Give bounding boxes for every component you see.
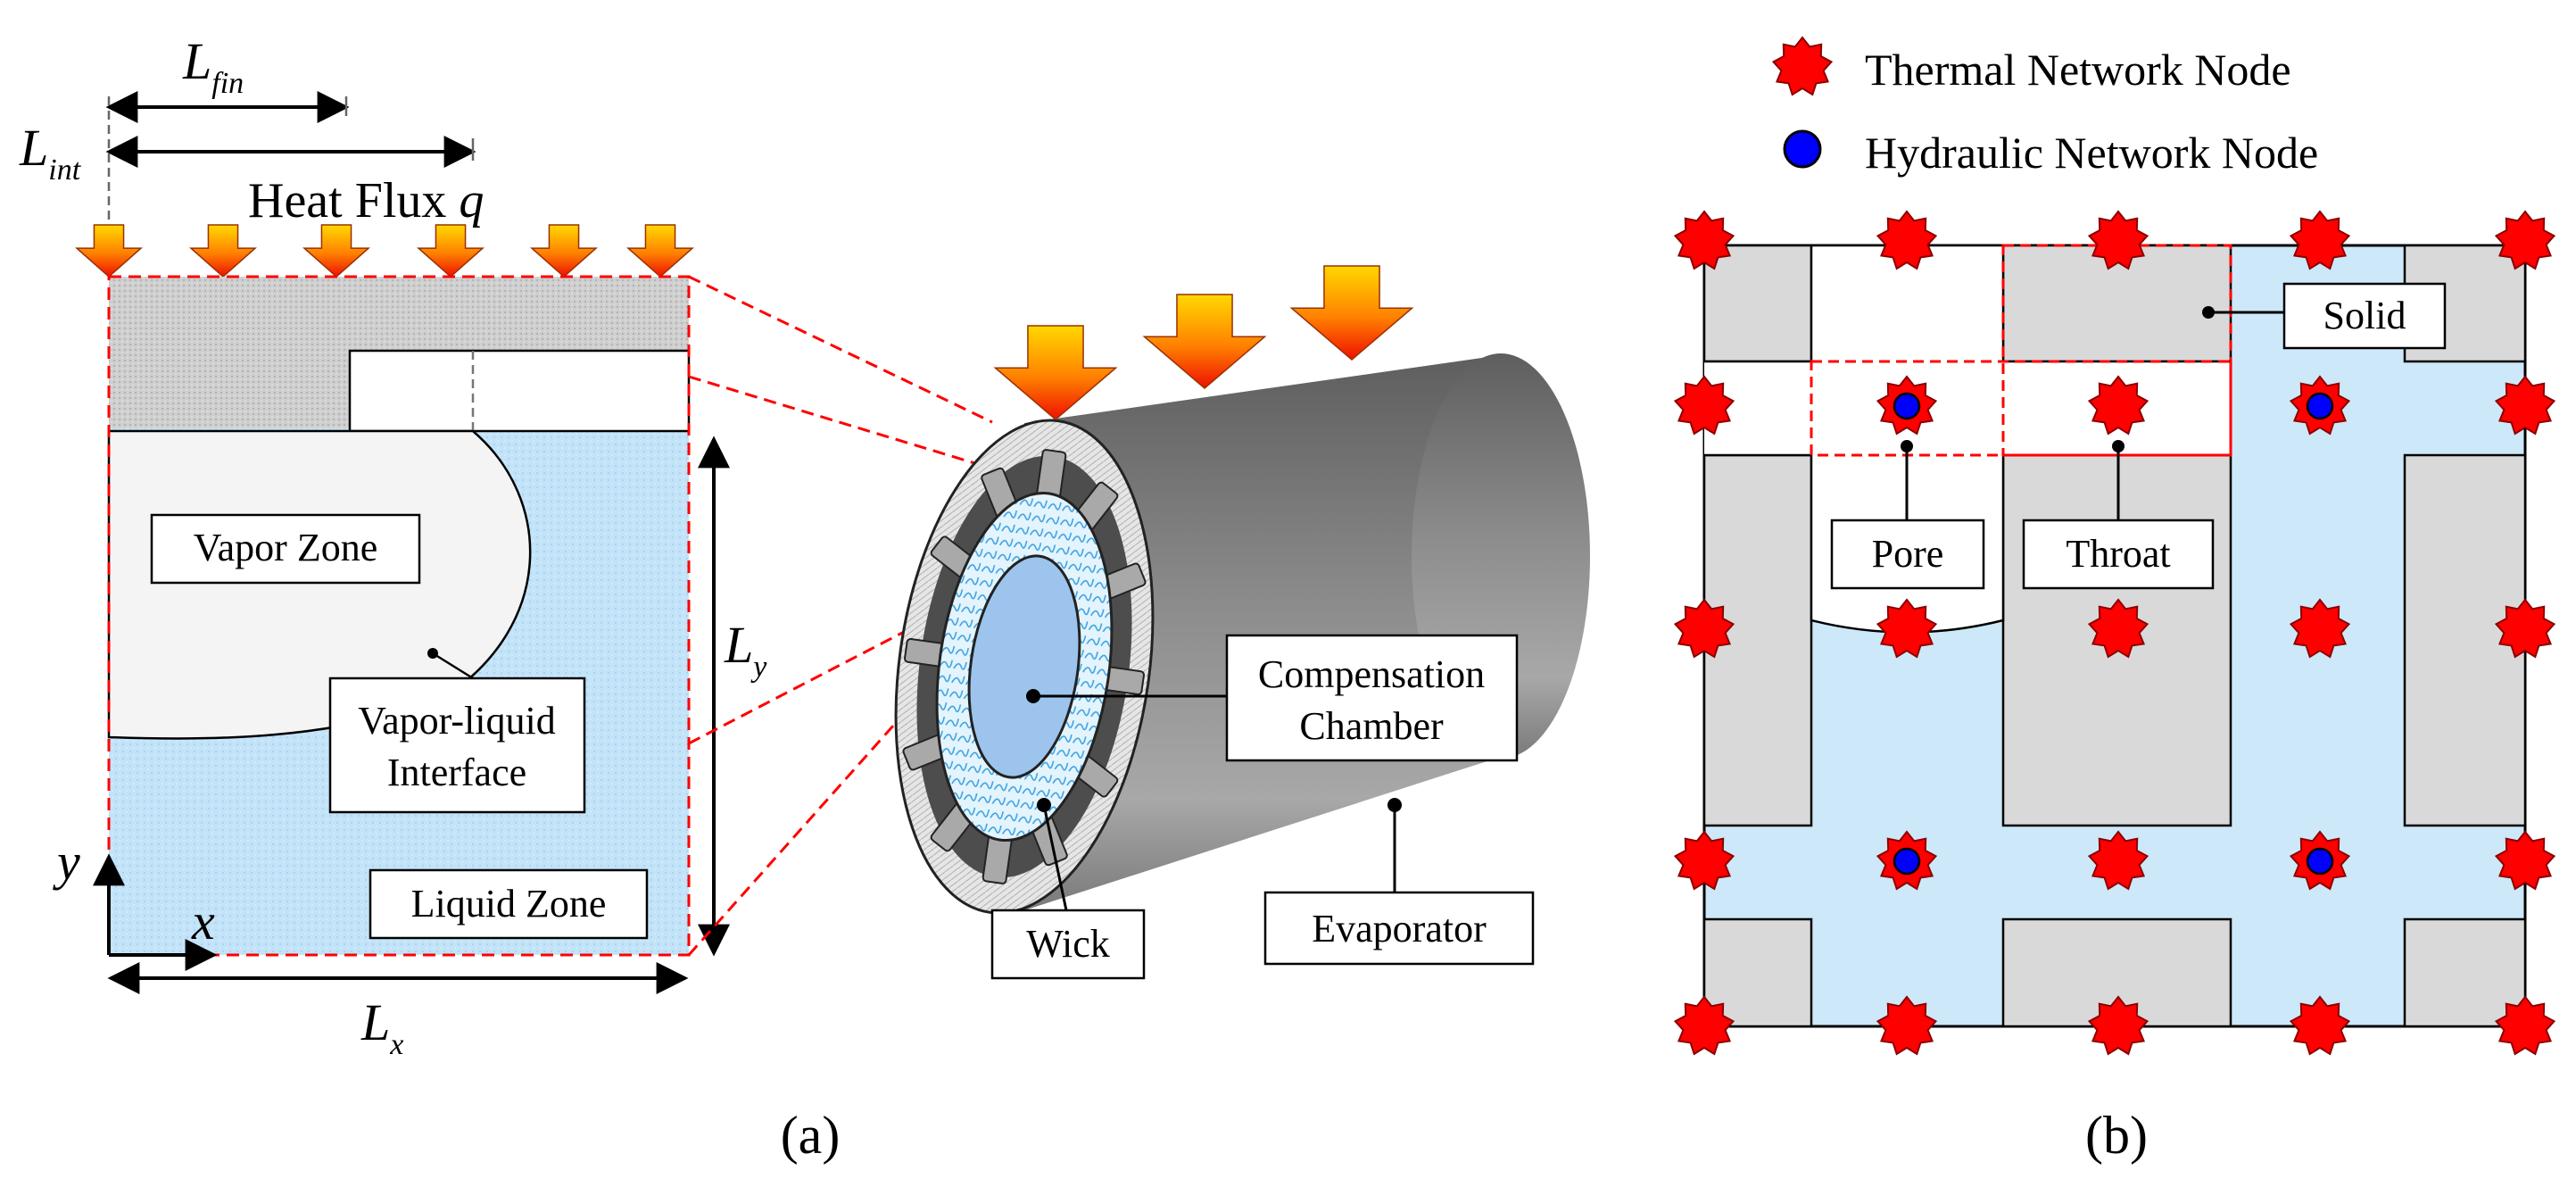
axis-y-label: y [53, 833, 80, 891]
compensation-chamber-core [967, 554, 1081, 779]
solid-leader-dot [2202, 306, 2215, 319]
legend-thermal-node-icon [1771, 36, 1834, 96]
evaporator-box [1263, 891, 1535, 966]
panel-a: Lfin Lint Heat Flux q Ly Lx y x Vapor Zo… [19, 32, 1590, 1165]
legend-hydraulic-node-icon [1783, 129, 1822, 169]
heat-flux-arrow [302, 224, 370, 278]
thermal-node-star [1771, 36, 1834, 96]
heat-flux-arrow [189, 224, 257, 278]
thermal-node [2289, 598, 2351, 659]
interface-leader-dot [427, 648, 438, 659]
evaporator-heat-arrow [993, 325, 1118, 420]
throat-label: Throat [2066, 532, 2170, 576]
hydraulic-node [1893, 392, 1921, 420]
wick-leader [1042, 804, 1068, 911]
evaporator-heat-arrow [1142, 294, 1267, 389]
thermal-node [2087, 830, 2149, 891]
thermal-node [1876, 995, 1938, 1056]
thermal-node [1876, 598, 1938, 659]
pore-label: Pore [1872, 532, 1944, 576]
heat-flux-arrow [626, 224, 694, 278]
thermal-node [2087, 375, 2149, 436]
compensation-leader-dot [1026, 689, 1040, 703]
thermal-node [2289, 210, 2351, 270]
evaporator-leader-dot [1387, 798, 1402, 812]
thermal-node [1673, 830, 1735, 891]
thermal-node [1673, 598, 1735, 659]
evaporator-body [1024, 355, 1530, 910]
throat-leader-dot [2112, 440, 2125, 452]
thermal-node [2494, 375, 2556, 436]
hydraulic-node [2306, 392, 2334, 420]
liquid-zone-box [369, 868, 649, 940]
interface-label-line1: Vapor-liquid [358, 699, 556, 743]
pore-box [1830, 519, 1985, 590]
thermal-node [2087, 995, 2149, 1056]
wick-label: Wick [1026, 922, 1110, 966]
l-x-symbol: Lx [360, 993, 403, 1061]
solid-label: Solid [2323, 294, 2406, 337]
heat-flux-label: Heat Flux q [248, 173, 484, 228]
solid-box [2282, 282, 2447, 350]
heat-flux-arrows [75, 224, 694, 278]
hydraulic-nodes [1893, 392, 2334, 876]
thermal-node [2494, 995, 2556, 1056]
evaporator-label: Evaporator [1312, 907, 1487, 950]
hydraulic-node [2306, 847, 2334, 876]
interface-label-line2: Interface [387, 751, 526, 794]
wick-box [990, 909, 1146, 980]
thermal-node [2494, 598, 2556, 659]
heat-flux-arrow [530, 224, 598, 278]
panel-b: Thermal Network Node Hydraulic Network N… [1673, 36, 2556, 1165]
throat-box [2022, 519, 2215, 590]
compensation-label-line1: Compensation [1258, 652, 1485, 696]
wick-leader-dot [1037, 798, 1051, 812]
pore-leader-dot [1901, 440, 1913, 452]
panel-a-caption: (a) [781, 1106, 841, 1165]
compensation-label-line2: Chamber [1299, 704, 1444, 748]
thermal-node [1673, 995, 1735, 1056]
axis-x-label: x [191, 892, 215, 950]
thermal-node [2087, 210, 2149, 270]
thermal-node [1876, 210, 1938, 270]
evaporator-heat-arrow [1289, 265, 1414, 361]
hydraulic-node [1893, 847, 1921, 876]
thermal-node [2494, 210, 2556, 270]
evaporator-heat-arrows [993, 265, 1414, 420]
thermal-node [2289, 995, 2351, 1056]
l-int-symbol: Lint [19, 119, 82, 187]
thermal-node [1673, 210, 1735, 270]
compensation-box [1225, 634, 1519, 762]
interface-box [328, 677, 586, 814]
thermal-node [2087, 598, 2149, 659]
vapor-zone-box [150, 513, 421, 585]
thermal-node [1673, 375, 1735, 436]
liquid-zone-label: Liquid Zone [411, 882, 607, 926]
panel-b-caption: (b) [2085, 1106, 2148, 1165]
l-fin-symbol: Lfin [182, 32, 244, 100]
legend-thermal-label: Thermal Network Node [1865, 45, 2291, 95]
legend-hydraulic-label: Hydraulic Network Node [1865, 128, 2318, 178]
vapor-gap [348, 349, 691, 433]
l-y-symbol: Ly [724, 616, 767, 684]
heat-flux-arrow [417, 224, 485, 278]
heat-flux-arrow [75, 224, 143, 278]
vapor-zone-label: Vapor Zone [194, 526, 378, 569]
evaporator-front-face [894, 419, 1155, 915]
interface-leader [432, 652, 474, 680]
thermal-node [2494, 830, 2556, 891]
